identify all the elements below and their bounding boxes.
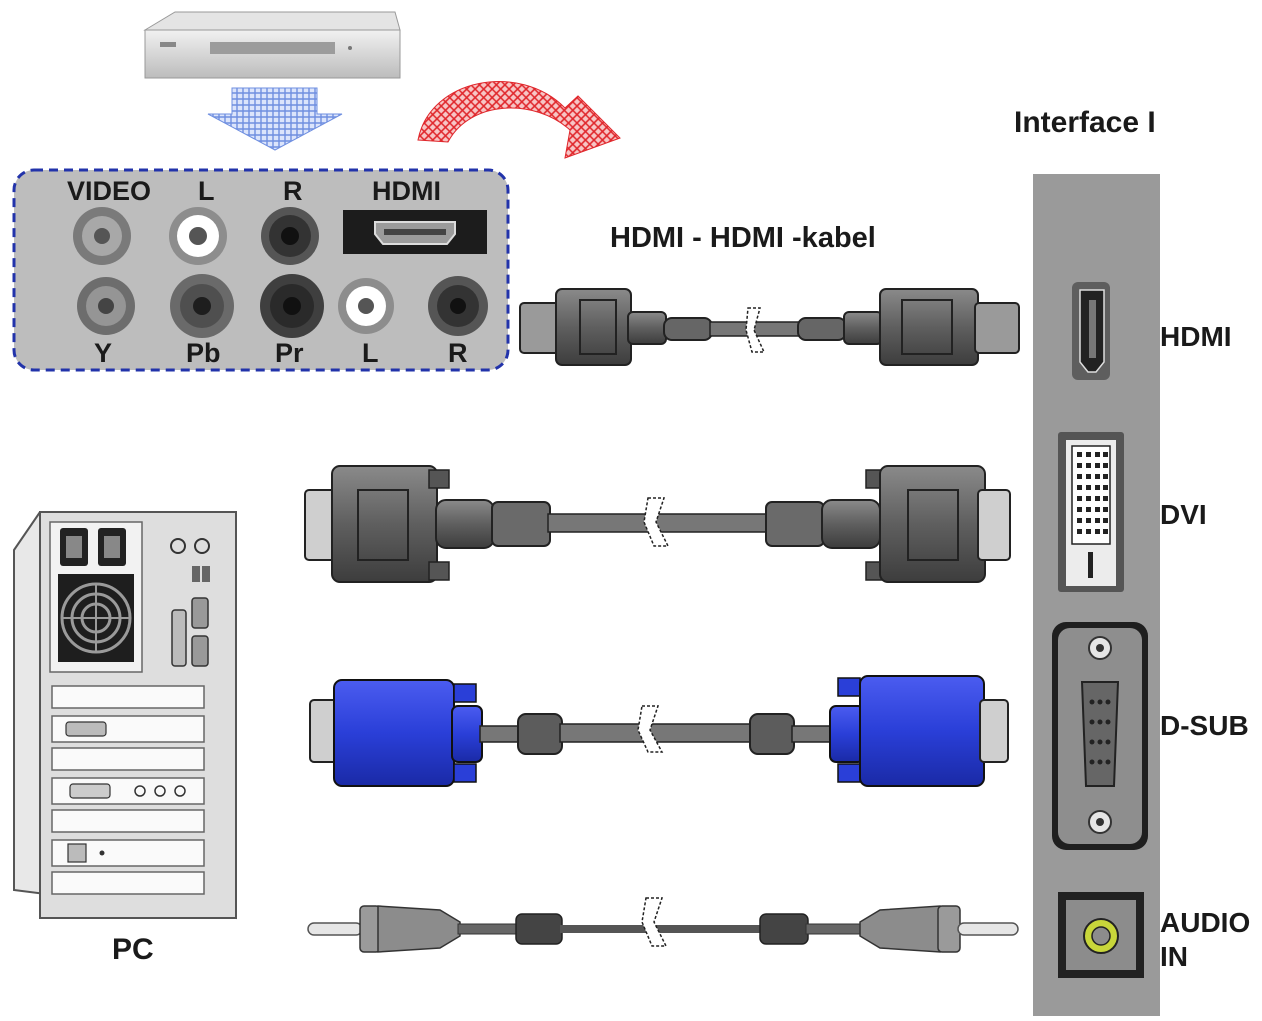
video-jack-icon — [73, 207, 131, 265]
label-hdmi-source: HDMI — [372, 176, 441, 206]
audio-left-jack-icon — [169, 207, 227, 265]
cable-title: HDMI - HDMI -kabel — [610, 222, 876, 254]
label-video: VIDEO — [67, 176, 152, 206]
label-y: Y — [94, 338, 113, 368]
hdmi-cable-icon — [519, 288, 1020, 366]
y-jack-icon — [77, 277, 135, 335]
hdmi-port-icon — [343, 210, 487, 254]
audio-cable-icon — [307, 897, 1019, 953]
label-audio-left: L — [198, 176, 215, 206]
audio-left-jack-2-icon — [338, 278, 394, 334]
port-label-dsub: D-SUB — [1160, 710, 1249, 741]
curved-arrow-icon — [417, 81, 621, 159]
vga-cable-icon — [309, 675, 1009, 787]
port-label-hdmi: HDMI — [1160, 321, 1232, 352]
interface-title: Interface I — [1014, 106, 1156, 139]
audio-right-jack-2-icon — [428, 276, 488, 336]
pc-label: PC — [112, 933, 154, 966]
pb-jack-icon — [170, 274, 234, 338]
down-arrow-icon — [207, 87, 343, 151]
interface-audio-in-jack-icon — [1058, 892, 1144, 978]
label-pb: Pb — [186, 338, 221, 368]
interface-panel — [1033, 174, 1160, 1016]
label-audio-left-2: L — [362, 338, 379, 368]
pc-tower-icon — [13, 511, 237, 920]
interface-hdmi-port-icon — [1072, 282, 1110, 380]
label-audio-right-2: R — [448, 338, 468, 368]
dvi-cable-icon — [304, 465, 1011, 583]
pr-jack-icon — [260, 274, 324, 338]
dvd-player-icon — [143, 11, 401, 79]
label-pr: Pr — [275, 338, 304, 368]
source-connector-panel — [12, 168, 510, 372]
port-label-audio-in: AUDIO IN — [1160, 907, 1251, 972]
interface-dsub-port-icon — [1052, 622, 1148, 850]
interface-dvi-port-icon — [1058, 432, 1124, 592]
port-label-dvi: DVI — [1160, 499, 1207, 530]
label-audio-right: R — [283, 176, 303, 206]
audio-right-jack-icon — [261, 207, 319, 265]
